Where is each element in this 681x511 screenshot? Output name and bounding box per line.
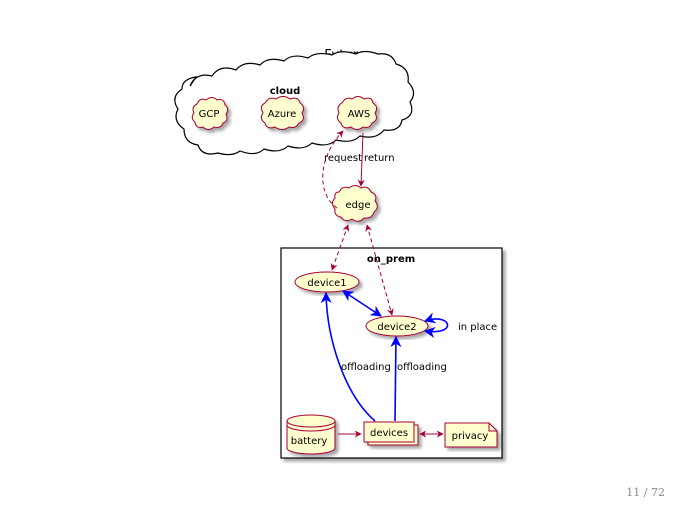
device1-device2-arrow [342, 290, 382, 317]
gcp-node [191, 97, 229, 130]
device1-label: device1 [307, 278, 346, 289]
on-prem-cluster-label: on_prem [367, 254, 415, 265]
page-number: 11 / 72 [626, 486, 665, 499]
edge-to-device2-arrow [365, 224, 394, 316]
privacy-label: privacy [452, 431, 489, 442]
return-label: return [364, 153, 395, 164]
edge-node [332, 185, 378, 222]
privacy-node [444, 422, 498, 448]
devices-label: devices [370, 428, 408, 439]
devices-node [363, 421, 419, 446]
edge-label: edge [346, 200, 371, 211]
in-place-label: in place [458, 322, 497, 333]
gcp-label: GCP [199, 109, 220, 120]
battery-node [286, 414, 336, 455]
request-arrow [322, 130, 344, 209]
offloading-left-label: offloading [341, 362, 391, 373]
offloading-right-label: offloading [397, 362, 447, 373]
cloud-cluster-label: cloud [270, 86, 301, 97]
return-arrow [357, 132, 365, 187]
azure-node [260, 96, 305, 130]
in-place-loop [423, 312, 449, 339]
edge-to-device1-arrow [330, 224, 350, 271]
device2-label: device2 [377, 322, 416, 333]
offloading-to-device1-arrow [320, 291, 376, 422]
aws-node [336, 96, 378, 130]
battery-label: battery [291, 436, 328, 447]
offloading-to-device2-arrow [390, 335, 402, 422]
azure-label: Azure [268, 109, 296, 120]
cloud-cluster: cloud GCP Azure AWS [174, 50, 415, 156]
request-label: request [324, 153, 362, 164]
aws-label: AWS [348, 109, 371, 120]
